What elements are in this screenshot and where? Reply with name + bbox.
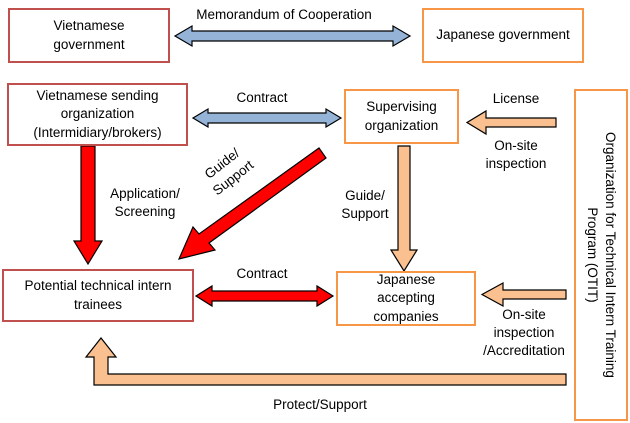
- contract-top-arrow: [191, 107, 343, 129]
- protect-arrow: [84, 337, 567, 386]
- node-potential-trainees: Potential technical intern trainees: [2, 269, 194, 322]
- label-contract-top: Contract: [236, 90, 288, 105]
- memorandum-arrow: [173, 24, 412, 48]
- license-arrow: [465, 109, 557, 136]
- node-otit: Organization for Technical Intern Traini…: [574, 89, 628, 421]
- label-application-screening: Application/ Screening: [110, 186, 180, 220]
- label-guide-vertical: Guide/ Support: [341, 188, 389, 222]
- node-vietnamese-government: Vietnamese government: [8, 8, 170, 63]
- label-onsite-top: On-site inspection: [485, 138, 547, 172]
- label-onsite-accreditation: On-site inspection /Accreditation: [483, 307, 565, 359]
- node-vietnamese-sending-organization: Vietnamese sending organization (Intermi…: [7, 83, 188, 146]
- node-japanese-government: Japanese government: [422, 8, 584, 63]
- label-protect-support: Protect/Support: [273, 397, 367, 412]
- contract-bottom-arrow: [194, 284, 335, 308]
- guide-vertical-arrow: [389, 145, 419, 273]
- node-otit-label: Organization for Technical Intern Traini…: [585, 132, 619, 378]
- label-contract-bottom: Contract: [236, 266, 288, 281]
- node-supervising-organization: Supervising organization: [344, 89, 459, 144]
- guide-diagonal-arrow: [177, 147, 327, 260]
- label-license: License: [492, 91, 540, 106]
- node-japanese-accepting-companies: Japanese accepting companies: [336, 271, 476, 326]
- label-memorandum: Memorandum of Cooperation: [196, 7, 372, 22]
- onsite-bottom-arrow: [480, 281, 567, 308]
- application-arrow: [72, 145, 104, 266]
